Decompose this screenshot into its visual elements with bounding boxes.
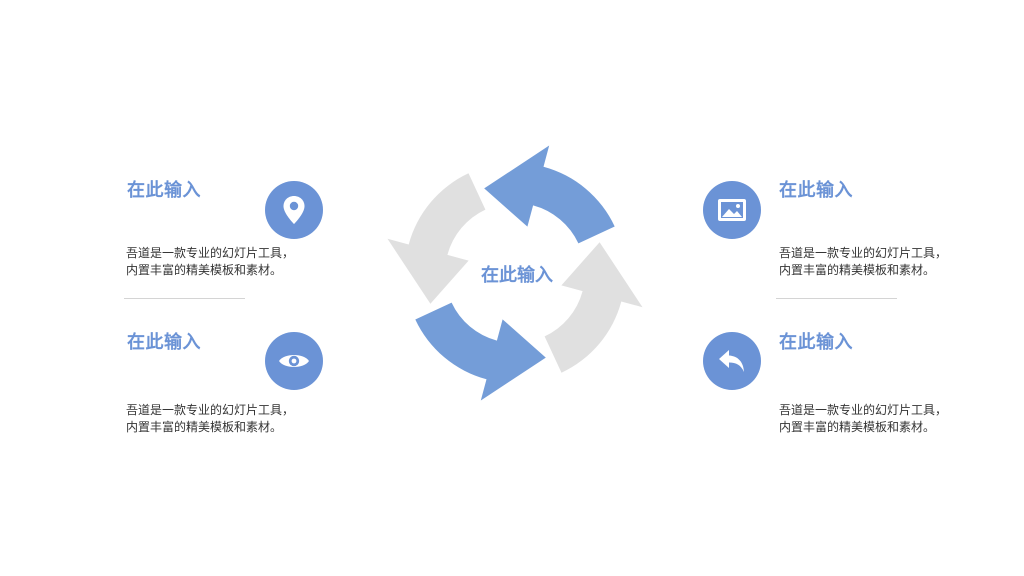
item-desc-top-right: 吾道是一款专业的幻灯片工具， 内置丰富的精美模板和素材。 [779,245,969,279]
item-desc-line: 吾道是一款专业的幻灯片工具， [126,246,295,260]
item-desc-line: 内置丰富的精美模板和素材。 [126,263,283,277]
divider-right [776,298,897,299]
item-desc-top-left: 吾道是一款专业的幻灯片工具， 内置丰富的精美模板和素材。 [126,245,316,279]
cycle-arrow-top-blue [484,145,615,244]
item-desc-line: 吾道是一款专业的幻灯片工具， [126,403,295,417]
item-desc-bottom-right: 吾道是一款专业的幻灯片工具， 内置丰富的精美模板和素材。 [779,402,969,436]
cycle-arrow-left-gray [387,173,486,304]
eye-icon [265,332,323,390]
cycle-diagram [387,145,643,401]
cycle-arrow-right-gray [544,242,643,373]
item-desc-line: 吾道是一款专业的幻灯片工具， [779,403,948,417]
item-desc-line: 吾道是一款专业的幻灯片工具， [779,246,948,260]
location-pin-icon [265,181,323,239]
item-desc-line: 内置丰富的精美模板和素材。 [779,263,936,277]
item-desc-line: 内置丰富的精美模板和素材。 [779,420,936,434]
item-title-bottom-left: 在此输入 [127,332,201,353]
item-title-top-left: 在此输入 [127,180,201,201]
item-title-top-right: 在此输入 [779,180,853,201]
center-title: 在此输入 [481,265,553,286]
cycle-arrow-bottom-blue [415,302,546,401]
reply-arrow-icon [703,332,761,390]
divider-left [124,298,245,299]
item-title-bottom-right: 在此输入 [779,332,853,353]
image-icon [703,181,761,239]
item-desc-bottom-left: 吾道是一款专业的幻灯片工具， 内置丰富的精美模板和素材。 [126,402,316,436]
item-desc-line: 内置丰富的精美模板和素材。 [126,420,283,434]
